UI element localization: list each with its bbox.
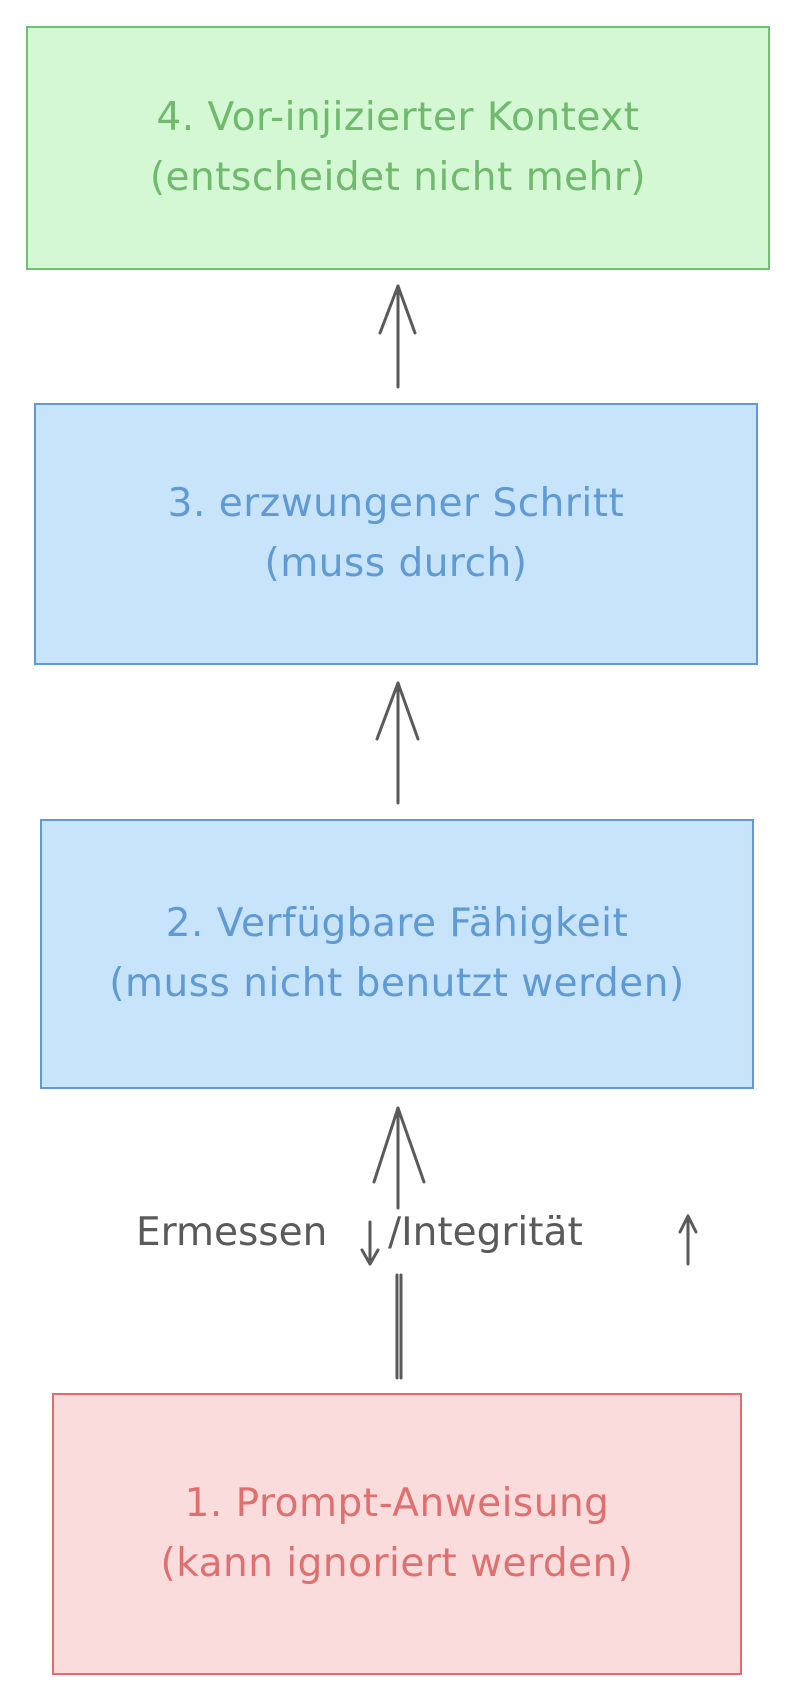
level-4-note: (entscheidet nicht mehr) [149,155,647,200]
arrow-up-3-to-4 [378,284,417,389]
level-3-box: 3. erzwungener Schritt (muss durch) [34,403,758,665]
arrow-up-2-to-3 [375,681,420,805]
discretion-label: Ermessen [136,1210,328,1255]
axis-label: Ermessen /Integrität [0,1210,792,1270]
arrow-down-icon [360,1220,380,1266]
integrity-label: /Integrität [388,1210,583,1255]
level-3-title: 3. erzwungener Schritt [167,481,625,526]
level-2-title: 2. Verfügbare Fähigkeit [165,901,629,946]
level-1-title: 1. Prompt-Anweisung [184,1481,610,1526]
level-2-box: 2. Verfügbare Fähigkeit (muss nicht benu… [40,819,754,1089]
level-4-title: 4. Vor-injizierter Kontext [156,95,640,140]
level-3-note: (muss durch) [264,541,528,586]
arrow-up-1-to-2 [372,1106,426,1380]
arrow-up-icon [678,1214,698,1266]
level-2-note: (muss nicht benutzt werden) [109,961,685,1006]
level-1-box: 1. Prompt-Anweisung (kann ignoriert werd… [52,1393,742,1675]
level-4-box: 4. Vor-injizierter Kontext (entscheidet … [26,26,770,270]
level-1-note: (kann ignoriert werden) [160,1541,634,1586]
